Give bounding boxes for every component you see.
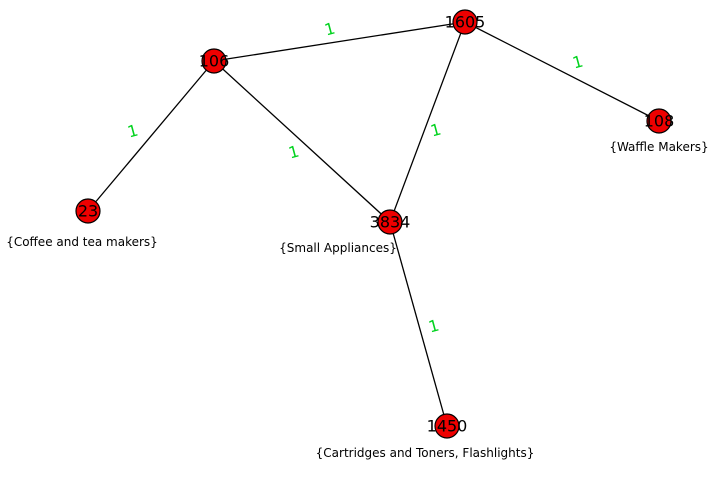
node-circle[interactable] [75, 198, 101, 224]
edge-weights-layer: 1 1 1 1 1 1 [125, 19, 585, 337]
edges-layer [87, 21, 660, 427]
node-category-label: {Small Appliances} [279, 241, 397, 255]
edge-weight-label: 1 [322, 19, 337, 40]
edge-106-23 [87, 60, 215, 212]
node-id-label: 1605 [445, 13, 486, 32]
node-id-label: 3834 [370, 213, 411, 232]
node-23[interactable]: 23 {Coffee and tea makers} [6, 198, 158, 249]
edge-weight-label: 1 [428, 120, 443, 141]
node-category-label: {Coffee and tea makers} [6, 235, 158, 249]
node-category-label: {Cartridges and Toners, Flashlights} [316, 446, 535, 460]
edge-106-1605 [213, 21, 466, 62]
node-1450[interactable]: 1450 {Cartridges and Toners, Flashlights} [316, 413, 535, 460]
edge-weight-label: 1 [570, 52, 585, 73]
node-106[interactable]: 106 [199, 48, 230, 74]
edge-1605-3834 [389, 21, 466, 223]
edge-weight-label: 1 [426, 316, 441, 337]
edge-weight-label: 1 [125, 121, 140, 142]
nodes-layer: 1605 106 108 {Waffle Makers} 23 {Coffee and t… [6, 9, 709, 460]
node-circle[interactable] [201, 48, 227, 74]
node-id-label: 23 [78, 202, 98, 221]
node-3834[interactable]: 3834 {Small Appliances} [279, 209, 411, 255]
node-id-label: 106 [199, 52, 230, 71]
edge-1605-108 [464, 21, 660, 122]
node-category-label: {Waffle Makers} [609, 140, 708, 154]
edge-106-3834 [213, 60, 391, 223]
node-circle[interactable] [434, 413, 460, 439]
edge-3834-1450 [389, 221, 448, 427]
node-circle[interactable] [377, 209, 403, 235]
node-1605[interactable]: 1605 [445, 9, 486, 35]
edge-weight-label: 1 [286, 142, 301, 163]
node-circle[interactable] [452, 9, 478, 35]
node-id-label: 1450 [427, 417, 468, 436]
node-id-label: 108 [644, 112, 675, 131]
node-108[interactable]: 108 {Waffle Makers} [609, 108, 709, 154]
node-circle[interactable] [646, 108, 672, 134]
